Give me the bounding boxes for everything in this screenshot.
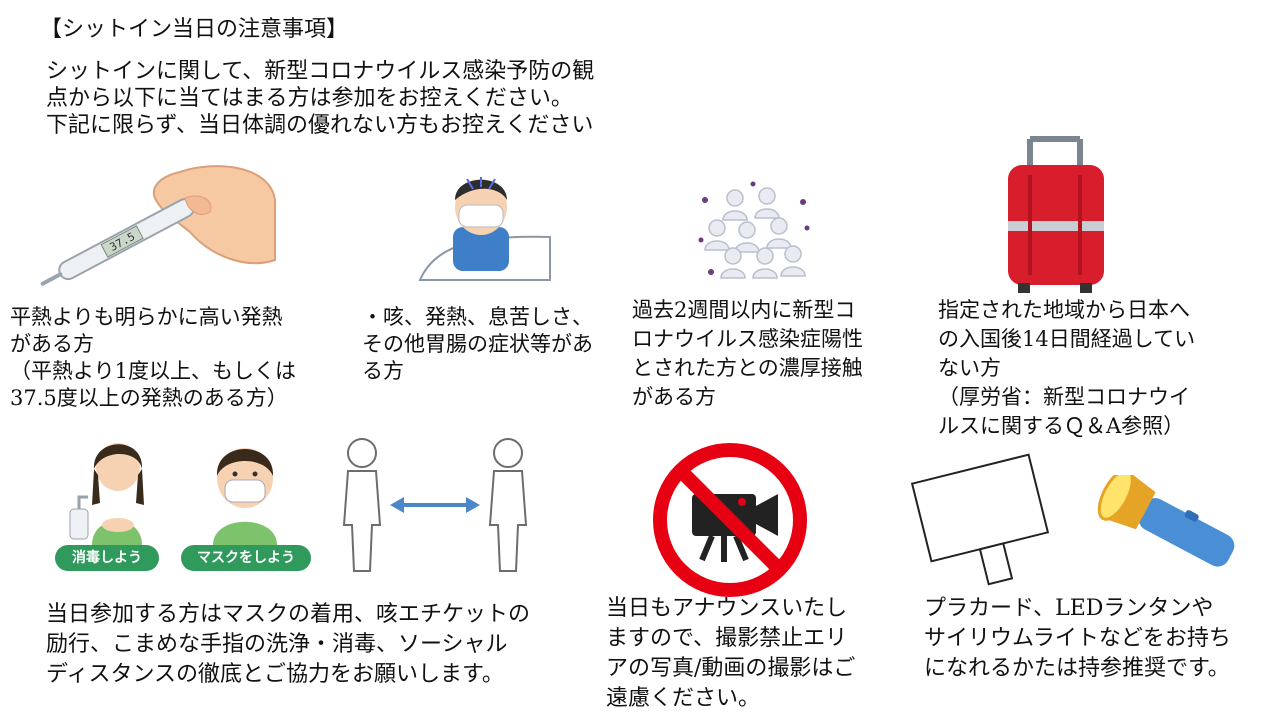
caption-fever: 平熱よりも明らかに高い発熱 がある方 （平熱より1度以上、もしくは 37.5度以… <box>10 305 296 410</box>
sick-person-icon <box>418 177 551 281</box>
caption-symptoms: ・咳、発熱、息苦しさ、 その他胃腸の症状等があ る方 <box>362 305 593 383</box>
placard-icon <box>910 453 1050 586</box>
social-distance-icon <box>342 438 528 572</box>
flashlight-icon <box>1097 475 1235 567</box>
thermometer-icon: 37.5 <box>40 165 276 286</box>
intro-text: シットインに関して、新型コロナウイルス感染予防の観 点から以下に当てはまる方は参… <box>46 59 595 138</box>
caption-no-filming: 当日もアナウンスいたし ますので、撮影禁止エリ アの写真/動画の撮影はご 遠慮く… <box>606 596 856 711</box>
page-title: 【シットイン当日の注意事項】 <box>40 17 349 42</box>
sanitize-hands-icon <box>69 443 144 545</box>
mask-person-icon <box>213 448 277 545</box>
no-video-camera-icon <box>653 443 807 597</box>
caption-mask-hygiene: 当日参加する方はマスクの着用、咳エチケットの 励行、こまめな手指の洗浄・消毒、ソ… <box>46 602 531 687</box>
crowd-virus-icon <box>698 181 810 279</box>
caption-bring-lights: プラカード、LEDランタンや サイリウムライトなどをお持ち になれるかたは持参推… <box>924 596 1231 681</box>
caption-close-contact: 過去2週間以内に新型コ ロナウイルス感染症陽性 とされた方との濃厚接触 がある方 <box>632 298 863 409</box>
caption-entry-from-abroad: 指定された地域から日本へ の入国後14日間経過してい ない方 （厚労省：新型コロ… <box>938 298 1196 438</box>
suitcase-icon <box>1008 136 1104 293</box>
sanitize-label: 消毒しよう <box>55 545 159 571</box>
mask-label: マスクをしよう <box>181 545 311 571</box>
